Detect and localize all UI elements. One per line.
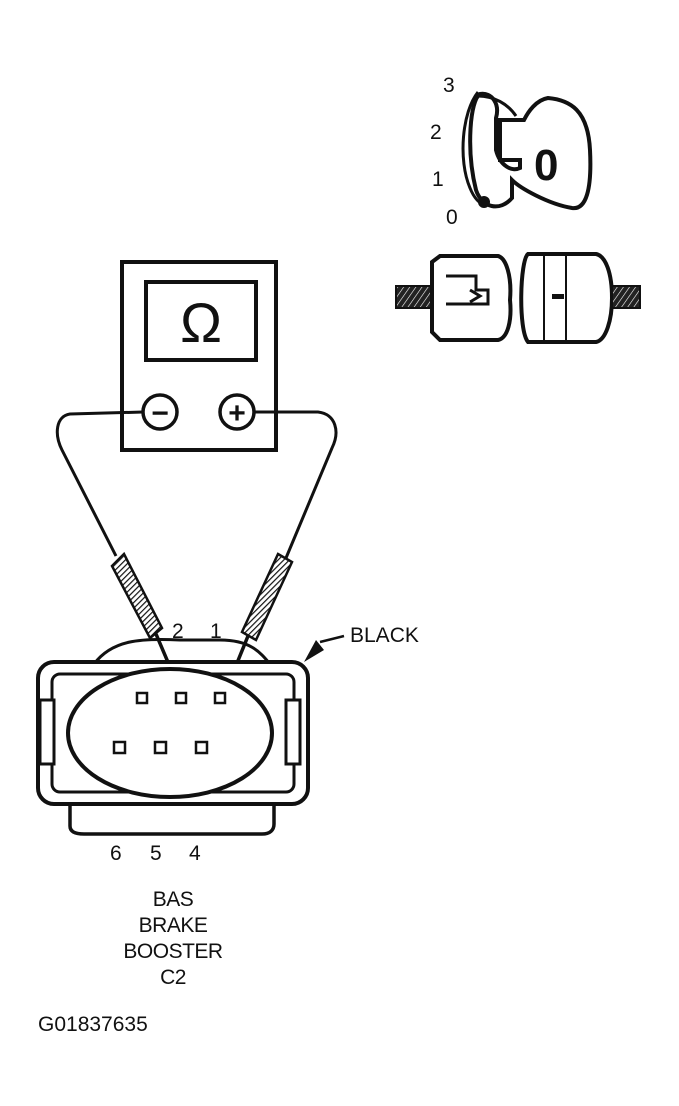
- connector-plug-right: [519, 252, 615, 344]
- connector-latch-right: [284, 698, 302, 766]
- positive-terminal-symbol: +: [228, 397, 246, 430]
- pin-label-4: 4: [189, 842, 201, 865]
- ignition-position-0: 0: [446, 206, 458, 229]
- ignition-position-1: 1: [432, 168, 444, 191]
- ohmmeter: Ω − +: [120, 260, 278, 452]
- pin-cavity-4: [194, 740, 209, 755]
- ignition-position-3: 3: [443, 74, 455, 97]
- connector-cable-right: [611, 285, 641, 309]
- ignition-position-2: 2: [430, 121, 442, 144]
- pin-label-1: 1: [210, 620, 222, 643]
- ignition-key-outline: [477, 94, 518, 117]
- figure-id: G01837635: [38, 1013, 148, 1036]
- caption-line: BAS: [153, 888, 194, 911]
- connector-latch-left: [38, 698, 56, 766]
- caption-line: C2: [160, 966, 186, 989]
- connector-color-label: BLACK: [350, 624, 419, 647]
- ignition-key-label: 0: [534, 141, 558, 190]
- connector-skirt: [68, 804, 276, 836]
- brake-booster-connector: 2 1 BLACK 6 5 4: [36, 620, 419, 865]
- caption-line: BOOSTER: [123, 940, 223, 963]
- negative-probe-handle: [110, 551, 164, 640]
- ohmmeter-display: [144, 280, 258, 362]
- connector-cable-left: [395, 285, 433, 309]
- pin-label-6: 6: [110, 842, 122, 865]
- ignition-switch: 3 2 1 0 0: [430, 74, 593, 229]
- color-label-arrow-icon: [304, 640, 324, 662]
- color-label-leader: [319, 634, 345, 644]
- connector-plug-left: [430, 254, 513, 342]
- negative-terminal-symbol: −: [151, 397, 169, 430]
- pin-cavity-1: [213, 691, 227, 705]
- pin-cavity-2: [174, 691, 188, 705]
- positive-lead-wire: [254, 410, 338, 559]
- connector-caption: BAS BRAKE BOOSTER C2: [123, 888, 223, 989]
- caption-line: BRAKE: [139, 914, 208, 937]
- pin-label-2: 2: [172, 620, 184, 643]
- pin-cavity-6: [112, 740, 127, 755]
- positive-probe-handle: [240, 552, 294, 642]
- connector-plug-tab: [552, 294, 564, 299]
- pin-cavity-5: [153, 740, 168, 755]
- ohm-symbol: Ω: [180, 291, 222, 354]
- pin-cavity: [135, 691, 149, 705]
- connector-plug-notch: [469, 288, 483, 304]
- pin-label-5: 5: [150, 842, 162, 865]
- connector-hood-top: [92, 637, 272, 665]
- ignition-key-head: [468, 91, 593, 211]
- connector-cavity: [66, 667, 274, 799]
- connector-plug-slot: [446, 274, 490, 306]
- negative-lead-wire: [55, 410, 144, 557]
- switch-connector: [395, 252, 641, 344]
